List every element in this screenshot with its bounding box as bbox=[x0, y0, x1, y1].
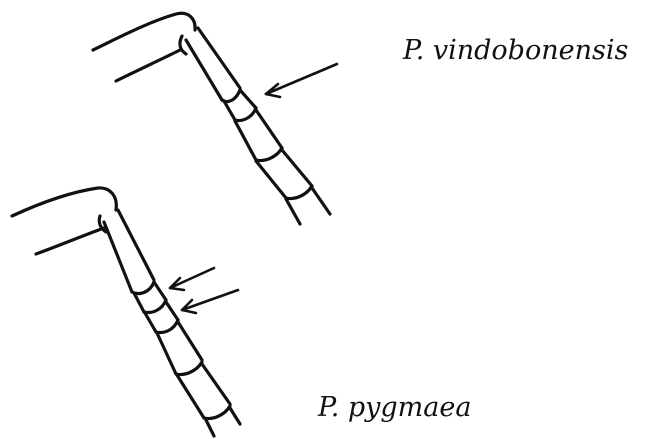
arrow-pygmaea-upper bbox=[168, 266, 216, 292]
arrow-pygmaea-lower bbox=[180, 288, 240, 315]
antenna-drawing-vindobonensis bbox=[91, 11, 332, 226]
antenna-drawing-pygmaea bbox=[10, 186, 242, 438]
specimen-label-pygmaea: P. pygmaea bbox=[317, 392, 471, 423]
specimen-label-vindobonensis: P. vindobonensis bbox=[402, 35, 628, 66]
arrow-vindobonensis bbox=[264, 62, 339, 99]
